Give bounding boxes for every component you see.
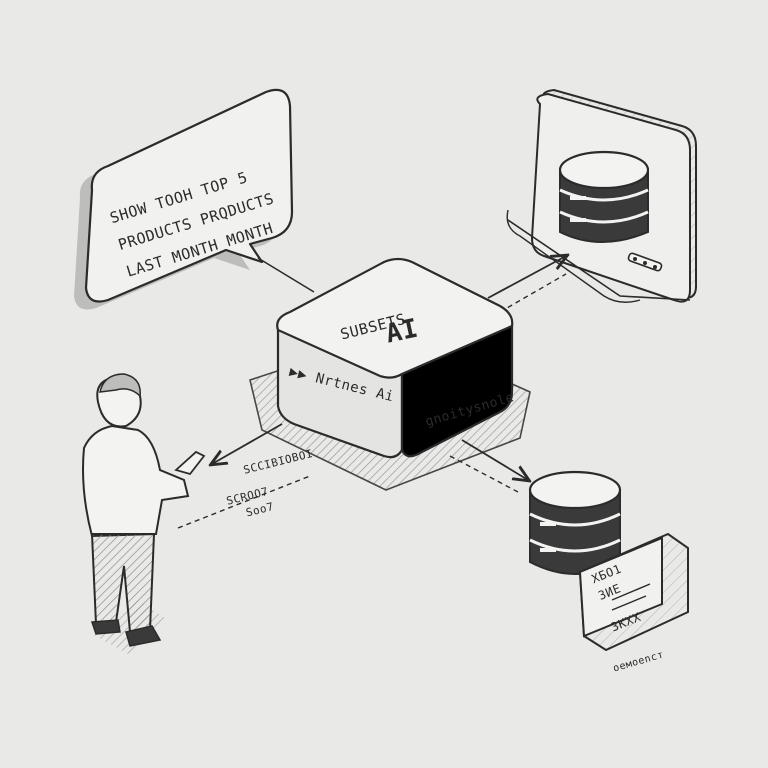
panel-indicator-dots [627,252,663,272]
database-icon [558,150,650,243]
output-caption: oeмoencт [612,649,665,674]
dashed-link-output-db [449,455,519,493]
arrow-to-user [212,423,283,464]
ai-engine-box: SUBSETS AI ▶▶ Nrtnes Ai gnoitysnole [249,257,531,491]
dashed-link-user [177,475,311,529]
ai-box-title-large: AI [383,314,421,350]
user-arrow-label-line-3: Soo7 [245,500,276,520]
source-database-panel [506,88,697,303]
arrow-to-output-db [461,439,528,480]
dashed-link-source-db [499,273,567,313]
speech-bubble: SHOW TOOH TOP 5 PRODUCTS PRQDUCTS LAST M… [74,88,315,310]
bubble-connector [257,257,315,293]
arrow-to-source-db [487,256,566,299]
output-database-icon [528,470,622,575]
user-arrow-label-line-1: SCCIBIOBOI [242,447,314,477]
user-figure [82,373,206,654]
output-document: ХБО1 ЗИЕ ЗКХХ [578,532,689,652]
